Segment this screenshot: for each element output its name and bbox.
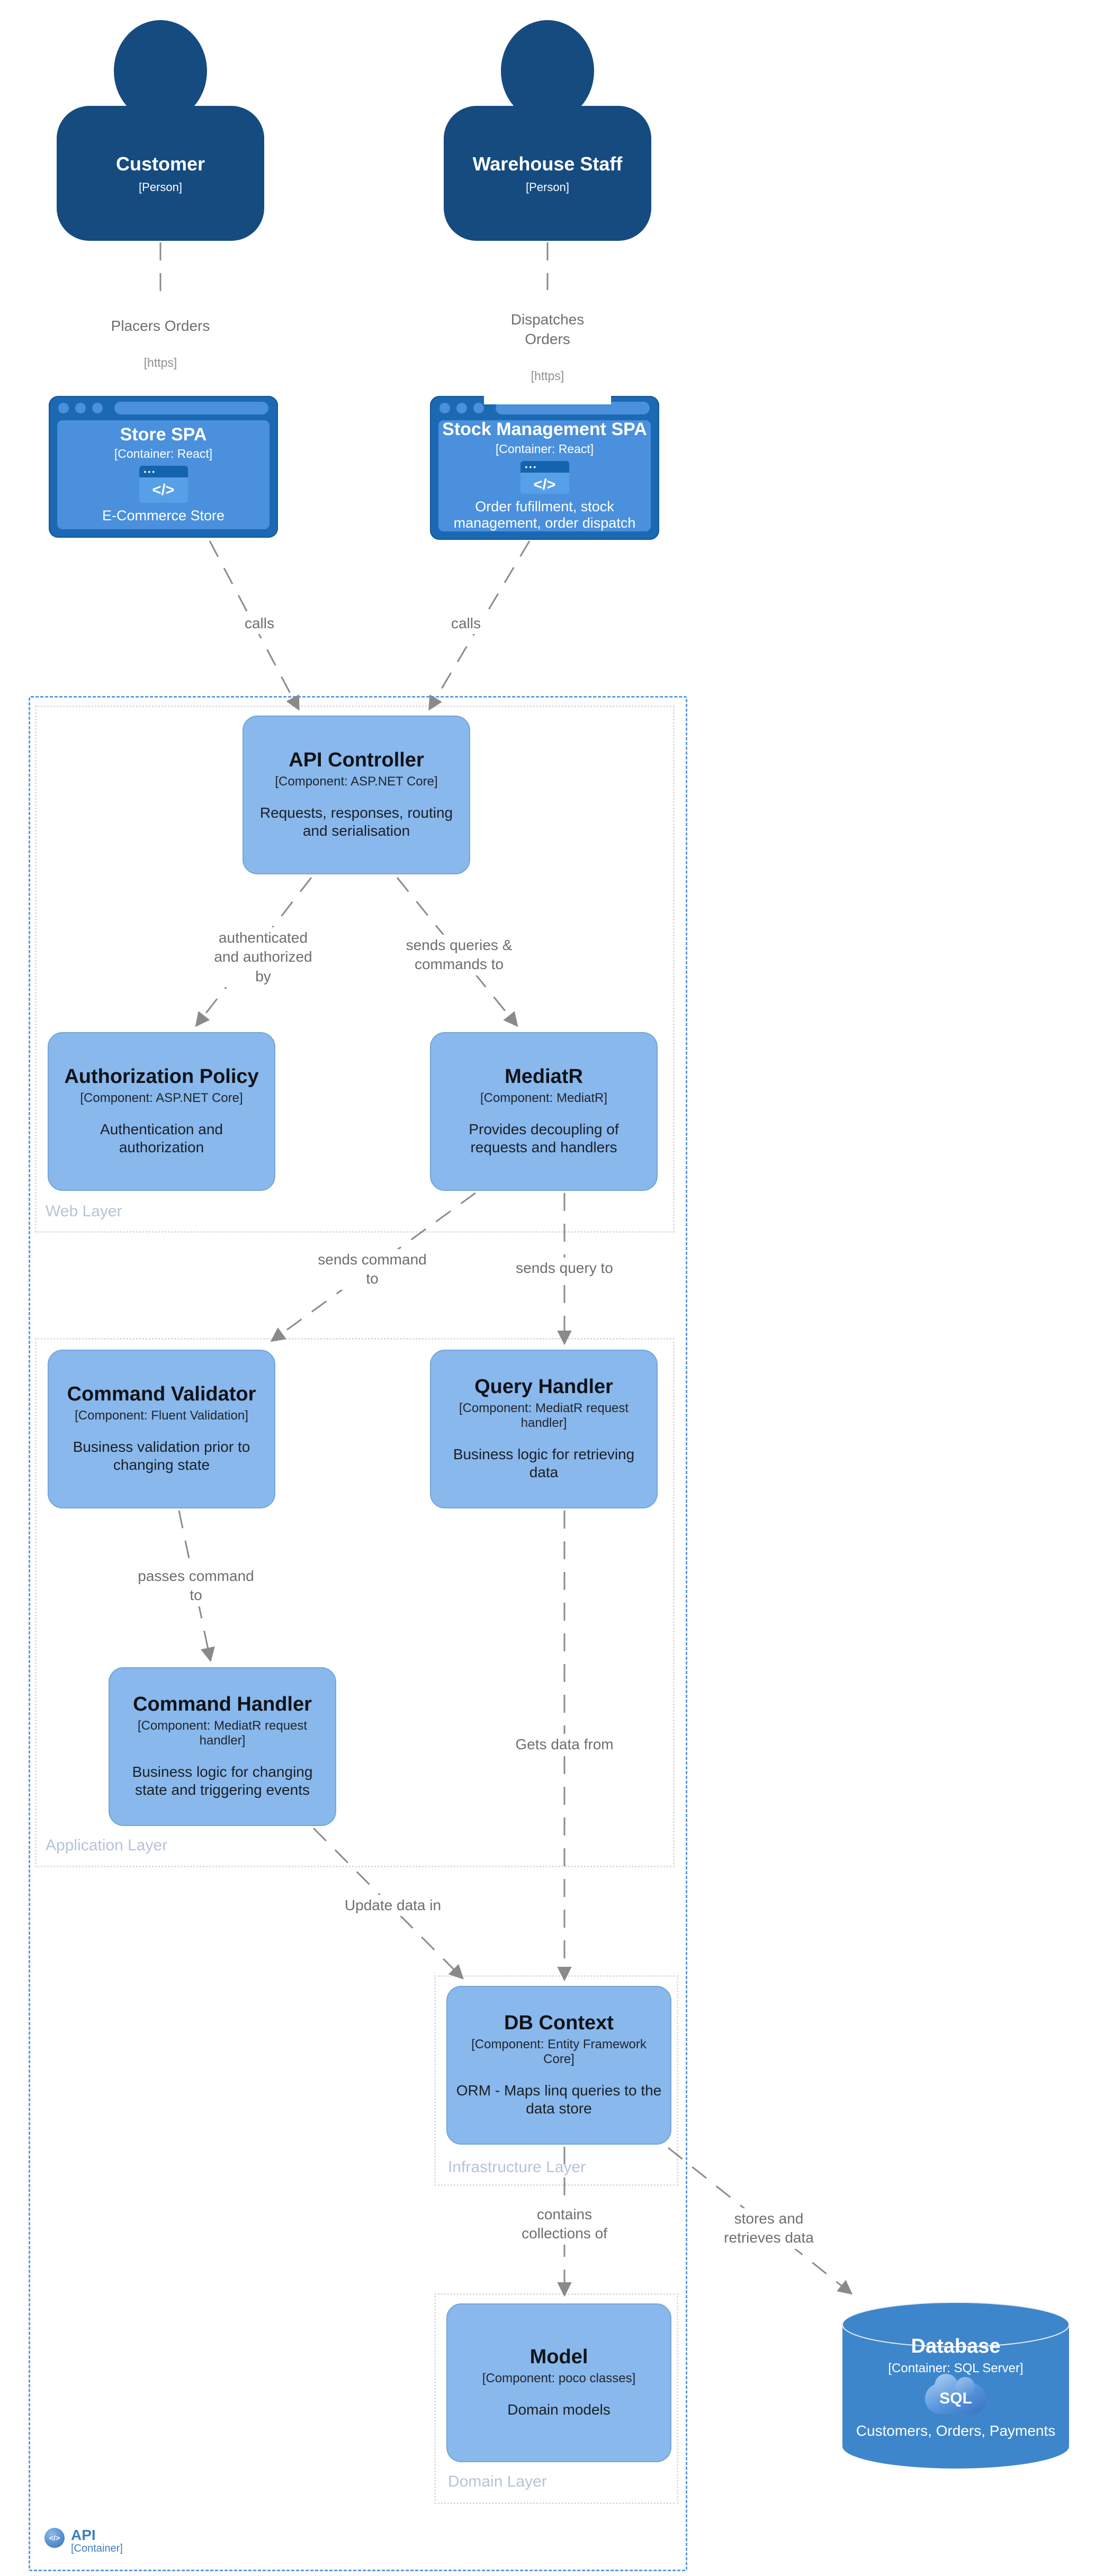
api-controller-title: API Controller [289,749,424,772]
edge-label-text: Placers Orders [111,318,210,335]
store-spa-desc: E-Commerce Store [102,508,225,524]
command-validator-desc: Business validation prior to changing st… [73,1439,250,1473]
edge-label-sends-query: sends query to [496,1258,633,1279]
sql-cloud-icon: SQL [925,2374,986,2414]
application-layer-boundary [35,1338,675,1867]
code-window-icon: ••• </> [139,466,188,503]
code-brackets-icon: </> [139,477,188,503]
db-context-desc: ORM - Maps linq queries to the data stor… [456,2082,662,2117]
edge-label-dispatches-orders: Dispatches Orders [https] [484,290,611,404]
authorization-policy-desc: Authentication and authorization [100,1121,223,1155]
mediatr-title: MediatR [505,1065,583,1088]
warehouse-person-node[interactable]: Warehouse Staff [Person] [444,106,651,241]
customer-person-head-icon [114,20,207,122]
api-container-boundary [29,696,687,2571]
code-window-dots: ••• [520,460,569,473]
browser-dot-icon [473,403,484,413]
stock-spa-node[interactable]: Stock Management SPA [Container: React] … [430,396,659,540]
code-window-dots: ••• [139,466,188,478]
api-controller-desc: Requests, responses, routing and seriali… [259,805,453,839]
code-window-icon: ••• </> [520,460,569,494]
authorization-policy-title: Authorization Policy [64,1065,259,1088]
edge-dbcontext-database [668,2147,853,2295]
command-handler-node[interactable]: Command Handler [Component: MediatR requ… [109,1667,336,1826]
command-handler-desc: Business logic for changing state and tr… [132,1764,313,1798]
warehouse-person-head-icon [501,20,594,122]
customer-person-node[interactable]: Customer [Person] [57,106,264,241]
code-brackets-icon: </> [520,472,569,494]
stock-spa-meta: [Container: React] [495,441,594,456]
edge-label-protocol: [https] [531,368,564,383]
edge-label-text: Dispatches Orders [510,311,585,347]
mediatr-meta: [Component: MediatR] [480,1091,608,1106]
query-handler-desc: Business logic for retrieving data [453,1446,635,1480]
edge-label-sends-queries: sends queries & commands to [388,935,531,975]
customer-meta: [Person] [139,180,182,194]
domain-layer-label: Domain Layer [448,2473,547,2490]
model-meta: [Component: poco classes] [482,2371,636,2386]
edge-label-protocol: [https] [143,356,177,370]
edge-label-sends-command: sends command to [303,1249,441,1290]
browser-dot-icon [92,403,103,413]
database-node[interactable]: Database [Container: SQL Server] SQL Cus… [842,2302,1070,2472]
query-handler-node[interactable]: Query Handler [Component: MediatR reques… [430,1350,658,1508]
infrastructure-layer-boundary [434,1975,678,2186]
edge-label-gets-data: Gets data from [496,1734,633,1756]
model-desc: Domain models [507,2401,611,2418]
warehouse-meta: [Person] [526,180,569,194]
command-validator-title: Command Validator [67,1383,256,1406]
api-boundary-meta: [Container] [71,2543,123,2554]
sql-icon-label: SQL [939,2390,972,2407]
command-validator-node[interactable]: Command Validator [Component: Fluent Val… [48,1350,275,1508]
edge-label-stores-retrieves: stores and retrieves data [700,2208,838,2249]
edge-label-authenticated: authenticated and authorized by [194,927,332,988]
mediatr-node[interactable]: MediatR [Component: MediatR] Provides de… [430,1032,658,1191]
store-spa-meta: [Container: React] [114,447,213,461]
mediatr-desc: Provides decoupling of requests and hand… [469,1121,619,1155]
db-context-meta: [Component: Entity Framework Core] [471,2037,647,2067]
edge-label-calls-left: calls [228,613,291,635]
api-controller-meta: [Component: ASP.NET Core] [275,774,438,789]
query-handler-meta: [Component: MediatR request handler] [459,1401,629,1431]
store-spa-title: Store SPA [120,424,207,445]
domain-layer-boundary [434,2293,678,2504]
edge-label-update-data: Update data in [324,1895,462,1917]
api-boundary-name: API [71,2527,96,2543]
database-title: Database [911,2335,1001,2357]
database-meta: [Container: SQL Server] [888,2361,1024,2375]
authorization-policy-node[interactable]: Authorization Policy [Component: ASP.NET… [48,1032,275,1191]
api-container-icon: </> [44,2528,65,2548]
browser-dot-icon [75,403,86,413]
warehouse-name: Warehouse Staff [472,152,623,175]
stock-spa-desc: Order fufillment, stock management, orde… [453,498,636,531]
model-node[interactable]: Model [Component: poco classes] Domain m… [446,2303,671,2462]
command-handler-meta: [Component: MediatR request handler] [137,1719,308,1748]
web-layer-label: Web Layer [46,1203,122,1220]
browser-dot-icon [456,403,467,413]
customer-name: Customer [115,152,205,175]
browser-dot-icon [58,403,69,413]
command-handler-title: Command Handler [133,1693,312,1716]
infrastructure-layer-label: Infrastructure Layer [448,2158,586,2176]
edge-label-passes-command: passes command to [127,1566,265,1606]
edge-label-calls-right: calls [434,613,498,635]
store-spa-node[interactable]: Store SPA [Container: React] ••• </> E-C… [49,396,278,538]
application-layer-label: Application Layer [46,1837,168,1854]
api-boundary-tag: </> API [Container] [44,2528,123,2555]
edge-label-places-orders: Placers Orders [https] [86,296,235,392]
database-desc: Customers, Orders, Payments [856,2423,1056,2439]
browser-dot-icon [439,403,450,413]
browser-addressbar [114,402,268,414]
stock-spa-title: Stock Management SPA [442,419,647,439]
db-context-title: DB Context [504,2012,614,2035]
model-title: Model [529,2346,588,2369]
query-handler-title: Query Handler [474,1376,613,1398]
api-controller-node[interactable]: API Controller [Component: ASP.NET Core]… [243,716,470,874]
web-layer-boundary [35,706,675,1233]
authorization-policy-meta: [Component: ASP.NET Core] [80,1091,243,1106]
command-validator-meta: [Component: Fluent Validation] [75,1408,248,1423]
db-context-node[interactable]: DB Context [Component: Entity Framework … [446,1986,671,2145]
browser-chrome [49,396,278,420]
edge-label-contains-collections: contains collections of [496,2204,633,2245]
